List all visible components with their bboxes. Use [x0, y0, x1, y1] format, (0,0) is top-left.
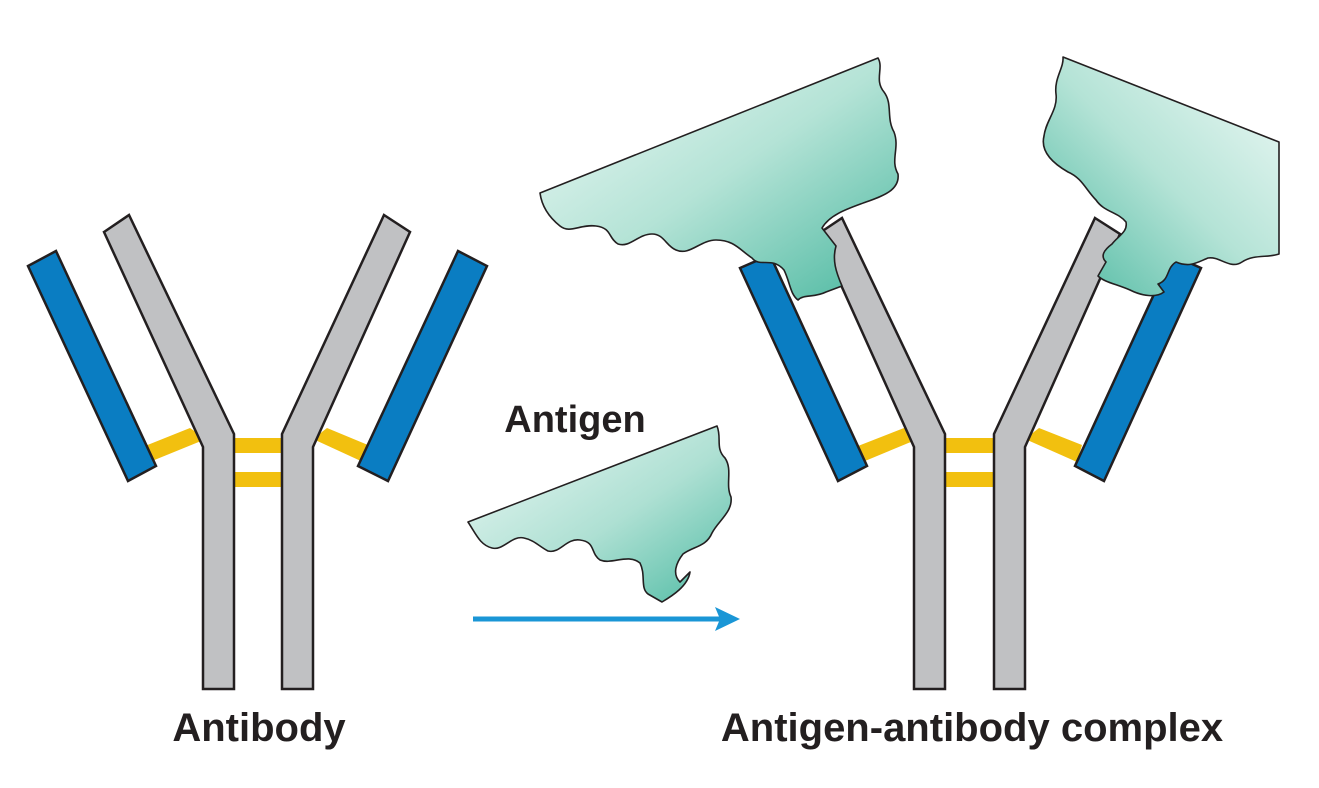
arrow-right-icon — [473, 607, 740, 631]
light-chain-left — [26, 249, 158, 483]
complex-label: Antigen-antibody complex — [721, 706, 1223, 750]
disulfide-bond-hinge-top — [230, 438, 282, 453]
complex-heavy-chain-left — [816, 216, 947, 691]
light-chain-right — [356, 249, 489, 483]
antigen-antibody-complex — [539, 56, 1280, 691]
antigen-label: Antigen — [504, 399, 645, 441]
disulfide-bond-right — [313, 428, 368, 462]
free-antigen — [467, 425, 732, 603]
disulfide-bonds — [145, 428, 368, 487]
bound-antigen-right — [1042, 56, 1280, 297]
complex-disulfide-bond-left — [858, 428, 918, 461]
complex-disulfide-bond-hinge-top — [942, 438, 996, 453]
disulfide-bond-hinge-bottom — [230, 472, 282, 487]
complex-disulfide-bond-right — [1025, 428, 1082, 462]
antibody-label: Antibody — [172, 706, 346, 750]
heavy-chain-right — [280, 213, 412, 691]
complex-disulfide-bond-hinge-bottom — [942, 472, 996, 487]
complex-disulfide-bonds — [858, 428, 1082, 487]
heavy-chain-left — [102, 213, 236, 691]
complex-heavy-chain-right — [992, 216, 1122, 691]
disulfide-bond-left — [145, 428, 206, 461]
antibody — [26, 213, 489, 691]
bound-antigen-left — [539, 57, 899, 301]
